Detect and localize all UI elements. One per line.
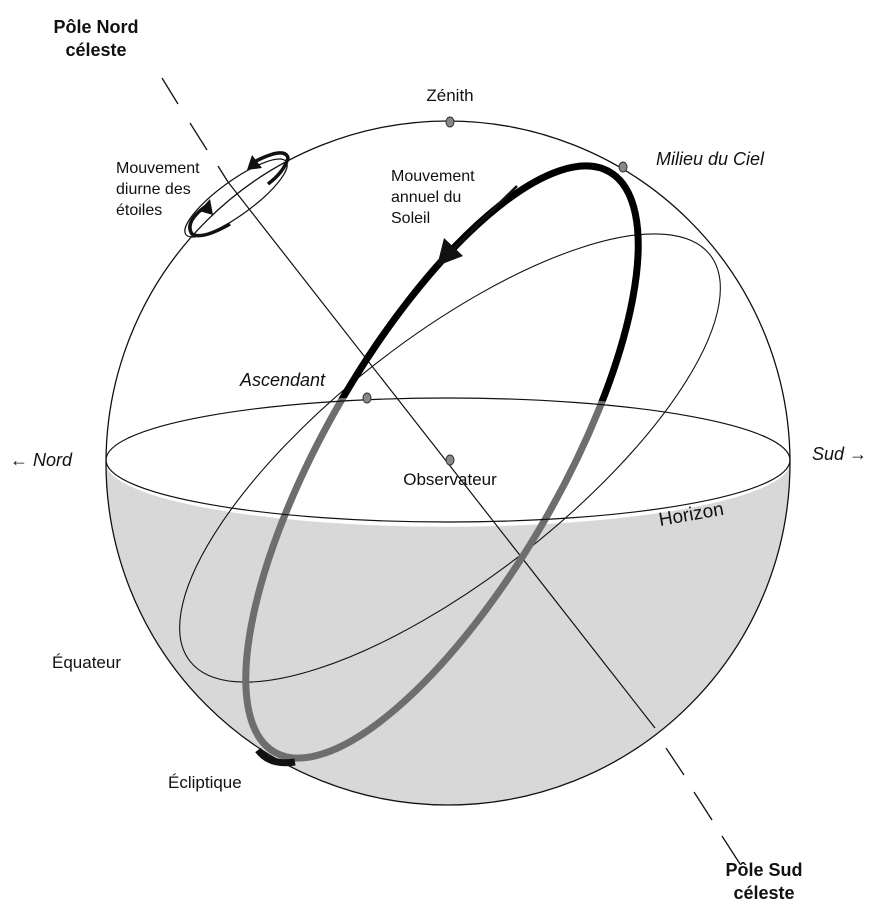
axis-dash-north-3	[217, 165, 229, 183]
diurnal-motion-label-line3: étoiles	[116, 202, 162, 219]
annual-motion-arrow-shaft	[451, 185, 518, 251]
south-pole-label-line1: Pôle Sud	[725, 860, 802, 880]
diurnal-arrowhead-bottom	[199, 199, 213, 215]
north-direction-label: ← Nord	[10, 450, 73, 470]
north-pole-label-line1: Pôle Nord	[53, 17, 138, 37]
axis-dash-south-3	[721, 835, 741, 865]
axis-dash-south-2	[693, 791, 713, 821]
zenith-point	[445, 116, 455, 128]
midheaven-point	[618, 161, 628, 173]
diurnal-arrow-arc-top	[253, 151, 290, 186]
diurnal-arrowhead-top	[247, 155, 262, 170]
celestial-axis	[227, 181, 656, 729]
zenith-label: Zénith	[426, 86, 473, 105]
ascendant-point	[362, 392, 372, 404]
horizon-plane	[105, 397, 791, 523]
annual-motion-label-line2: annuel du	[391, 189, 461, 206]
equator-label: Équateur	[52, 653, 121, 672]
diurnal-motion-label-line2: diurne des	[116, 181, 191, 198]
ecliptic-label: Écliptique	[168, 773, 242, 792]
axis-dash-north-2	[189, 122, 208, 151]
ecliptic-below-horizon	[242, 394, 642, 762]
diurnal-arrow-arc-bottom	[188, 204, 231, 238]
observer-point	[445, 454, 455, 466]
north-pole-label-line2: céleste	[65, 40, 126, 60]
observer-label: Observateur	[403, 470, 497, 489]
axis-dash-north-1	[161, 77, 179, 105]
annual-motion-arrowhead	[437, 238, 463, 266]
ecliptic-dark-end	[255, 747, 296, 767]
ascendant-label: Ascendant	[239, 370, 326, 390]
diurnal-motion-label-line1: Mouvement	[116, 160, 200, 177]
annual-motion-label-line1: Mouvement	[391, 168, 475, 185]
midheaven-label: Milieu du Ciel	[656, 149, 765, 169]
south-pole-label-line2: céleste	[733, 883, 794, 903]
axis-dash-south-1	[665, 747, 685, 776]
south-direction-label: Sud →	[812, 444, 867, 464]
annual-motion-label-line3: Soleil	[391, 210, 430, 227]
